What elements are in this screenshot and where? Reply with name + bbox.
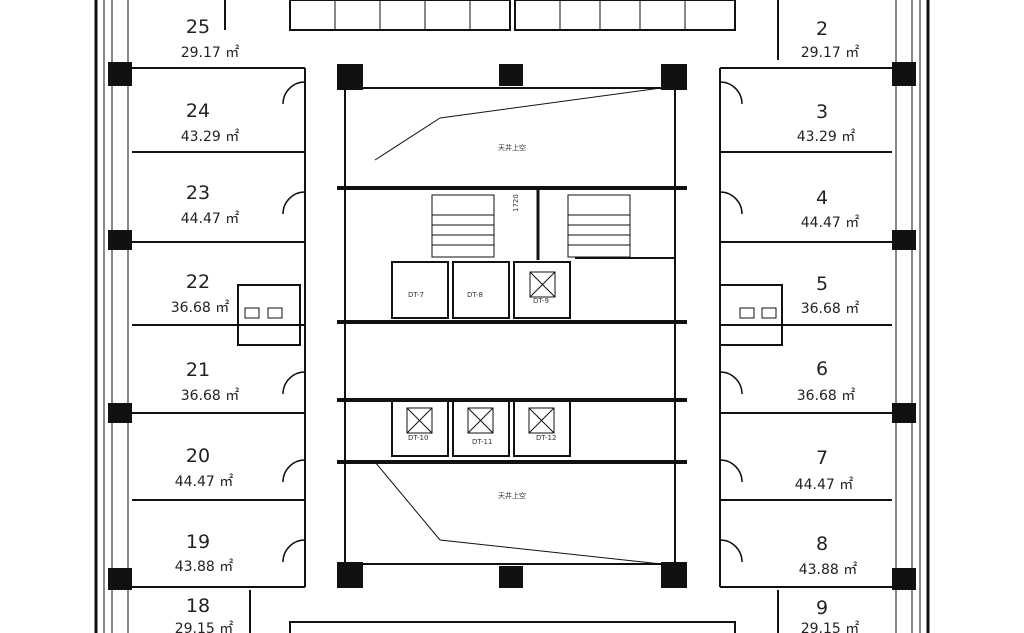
unit-area: 36.68 ㎡ <box>801 301 860 317</box>
unit-number: 21 <box>186 359 210 381</box>
elevator-label: DT-11 <box>472 438 492 446</box>
right-unit-walls <box>719 0 892 633</box>
unit-number: 25 <box>186 16 210 38</box>
top-rooms <box>289 0 736 31</box>
stair-right <box>567 194 631 258</box>
outer-walls <box>94 0 930 633</box>
elevators-bottom <box>391 399 571 457</box>
elevator-label: DT-9 <box>533 297 549 305</box>
unit-area: 44.47 ㎡ <box>175 474 234 490</box>
unit-number: 7 <box>816 447 828 469</box>
unit-number: 23 <box>186 182 210 204</box>
core <box>337 87 687 565</box>
unit-area: 44.47 ㎡ <box>795 477 854 493</box>
atrium-top-label: 天井上空 <box>498 143 526 152</box>
unit-number: 22 <box>186 271 210 293</box>
unit-area: 44.47 ㎡ <box>181 211 240 227</box>
unit-area: 29.17 ㎡ <box>801 45 860 61</box>
left-units: 25 29.17 ㎡ 24 43.29 ㎡ 23 44.47 ㎡ 22 36.6… <box>171 16 240 633</box>
columns <box>108 62 916 590</box>
unit-area: 43.29 ㎡ <box>797 129 856 145</box>
elevator-label: DT-7 <box>408 291 424 299</box>
unit-number: 6 <box>816 358 828 380</box>
unit-area: 29.15 ㎡ <box>175 621 234 633</box>
elevator-label: DT-10 <box>408 434 428 442</box>
unit-area: 43.29 ㎡ <box>181 129 240 145</box>
elevator-label: DT-12 <box>536 434 556 442</box>
left-unit-walls <box>132 0 306 633</box>
unit-area: 36.68 ㎡ <box>171 300 230 316</box>
unit-number: 2 <box>816 18 828 40</box>
unit-number: 4 <box>816 187 828 209</box>
unit-area: 43.88 ㎡ <box>175 559 234 575</box>
unit-area: 29.15 ㎡ <box>801 621 860 633</box>
unit-area: 36.68 ㎡ <box>181 388 240 404</box>
right-units: 2 29.17 ㎡ 3 43.29 ㎡ 4 44.47 ㎡ 5 36.68 ㎡ … <box>795 18 860 633</box>
stair-left <box>431 194 495 258</box>
unit-area: 44.47 ㎡ <box>801 215 860 231</box>
unit-number: 5 <box>816 273 828 295</box>
unit-number: 20 <box>186 445 210 467</box>
bottom-rooms <box>289 621 736 633</box>
unit-number: 9 <box>816 597 828 619</box>
unit-number: 18 <box>186 595 210 617</box>
elevator-label: DT-8 <box>467 291 483 299</box>
unit-number: 3 <box>816 101 828 123</box>
unit-area: 29.17 ㎡ <box>181 45 240 61</box>
dimension-label: 1720 <box>512 194 520 212</box>
unit-area: 36.68 ㎡ <box>797 388 856 404</box>
elevators-top <box>391 261 571 319</box>
unit-area: 43.88 ㎡ <box>799 562 858 578</box>
unit-number: 19 <box>186 531 210 553</box>
unit-number: 24 <box>186 100 210 122</box>
atrium-bottom-label: 天井上空 <box>498 491 526 500</box>
unit-number: 8 <box>816 533 828 555</box>
